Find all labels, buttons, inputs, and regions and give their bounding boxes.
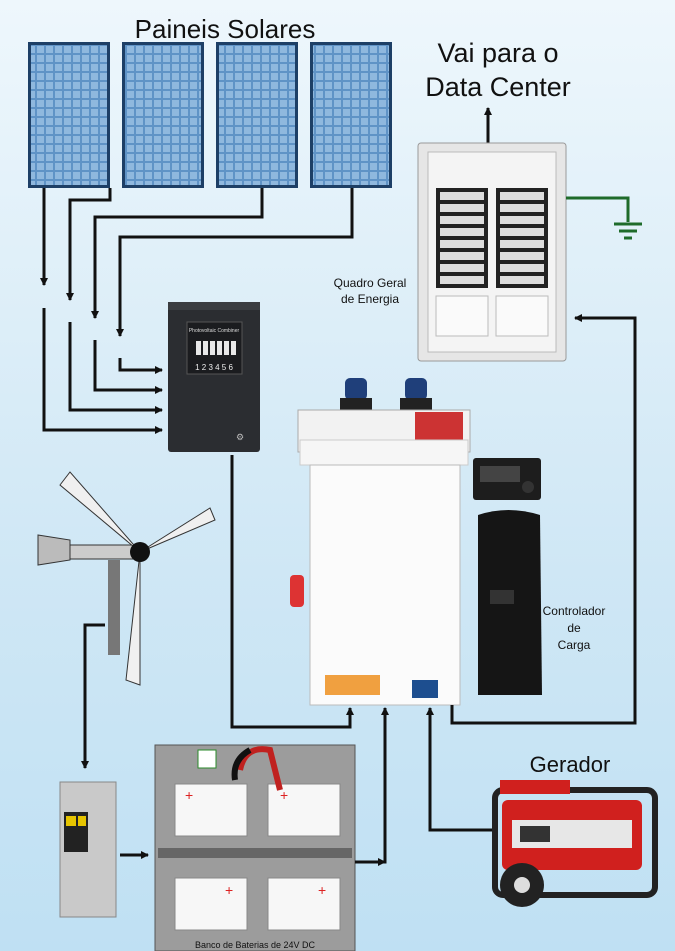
solar-panel-1 [28,42,110,188]
generator [492,780,658,907]
solar-panels [28,42,392,188]
combiner-box: Photovoltaic Combiner 1 2 3 4 5 6 ⚙ [168,302,260,452]
svg-text:⚙: ⚙ [236,432,244,442]
main-panel-label-line1: Quadro Geral [334,276,407,290]
combiner-to-inverter-wire [230,455,354,729]
panel-wires [40,188,354,434]
charge-controller [473,458,542,695]
svg-text:+: + [318,882,326,898]
system-wires [230,314,637,866]
svg-text:+: + [225,882,233,898]
ground-icon [566,196,642,240]
solar-panel-3 [216,42,298,188]
solar-panel-2 [122,42,204,188]
charge-controller-label-line3: Carga [558,638,591,652]
data-center-label-line1: Vai para o [437,38,558,68]
charge-controller-label-line1: Controlador [543,604,606,618]
svg-text:+: + [185,787,193,803]
battery-bank: + + + + Banco de Baterias de 24V DC [154,744,356,951]
battery-bank-label: Banco de Baterias de 24V DC [195,940,316,950]
generator-label: Gerador [530,752,611,777]
generator-to-inverter-wire [426,707,492,832]
solar-panel-4 [310,42,392,188]
charge-controller-label-line2: de [567,621,581,635]
main-panel-label-line2: de Energia [341,292,399,306]
combiner-box-numbers: 1 2 3 4 5 6 [195,363,233,372]
wind-controller-box [59,781,117,918]
inverter-to-panel-wire [450,314,637,725]
combiner-box-title: Photovoltaic Combiner [189,328,240,334]
turbine-wire [81,623,105,769]
main-breaker-panel [417,142,567,362]
svg-text:+: + [280,787,288,803]
solar-panels-title: Paineis Solares [135,14,316,44]
wind-turbine [37,471,216,686]
inverter [290,378,471,706]
data-center-label-line2: Data Center [425,72,571,102]
battery-to-inverter-wire [370,707,389,864]
